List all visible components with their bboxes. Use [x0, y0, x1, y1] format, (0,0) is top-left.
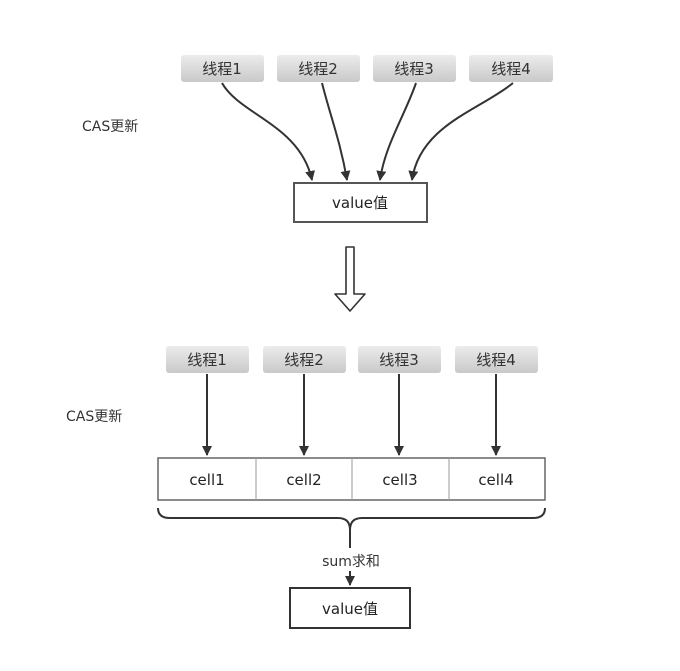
bottom-section: 线程1 线程2 线程3 线程4 CAS更新 cell1 cell2 cell3 …: [66, 346, 546, 629]
cell-3-label: cell3: [382, 471, 417, 489]
bottom-thread-4-label: 线程4: [476, 351, 516, 369]
top-cas-label: CAS更新: [82, 119, 138, 135]
top-arrow-1: [221, 82, 315, 181]
bottom-thread-2-pill: [263, 346, 346, 373]
top-value-label: value值: [332, 194, 388, 212]
top-thread-2-pill: [277, 55, 360, 82]
bottom-thread-1-label: 线程1: [187, 351, 227, 369]
top-value-box: [293, 182, 428, 223]
sum-label: sum求和: [322, 554, 380, 570]
top-arrow-4: [408, 82, 514, 181]
cell-2-label: cell2: [286, 471, 321, 489]
top-thread-2-label: 线程2: [298, 60, 338, 78]
top-thread-3-pill: [373, 55, 456, 82]
transition-arrow-icon: [334, 246, 366, 312]
sum-brace: [157, 507, 546, 531]
top-thread-3-label: 线程3: [394, 60, 434, 78]
top-arrow-3: [376, 82, 417, 181]
bottom-thread-3-label: 线程3: [379, 351, 419, 369]
bottom-thread-3-pill: [358, 346, 441, 373]
bottom-thread-4-pill: [455, 346, 538, 373]
top-section: 线程1 线程2 线程3 线程4 CAS更新 value值: [82, 55, 553, 223]
bottom-thread-2-label: 线程2: [284, 351, 324, 369]
top-thread-4-pill: [469, 55, 553, 82]
cell-4-label: cell4: [478, 471, 513, 489]
top-thread-4-label: 线程4: [491, 60, 531, 78]
cell-1-label: cell1: [189, 471, 224, 489]
bottom-value-label: value值: [322, 600, 378, 618]
top-thread-1-label: 线程1: [202, 60, 242, 78]
bottom-cas-label: CAS更新: [66, 409, 122, 425]
bottom-thread-1-pill: [166, 346, 249, 373]
bottom-value-box: [289, 587, 411, 629]
top-thread-1-pill: [181, 55, 264, 82]
top-arrow-2: [321, 82, 351, 181]
